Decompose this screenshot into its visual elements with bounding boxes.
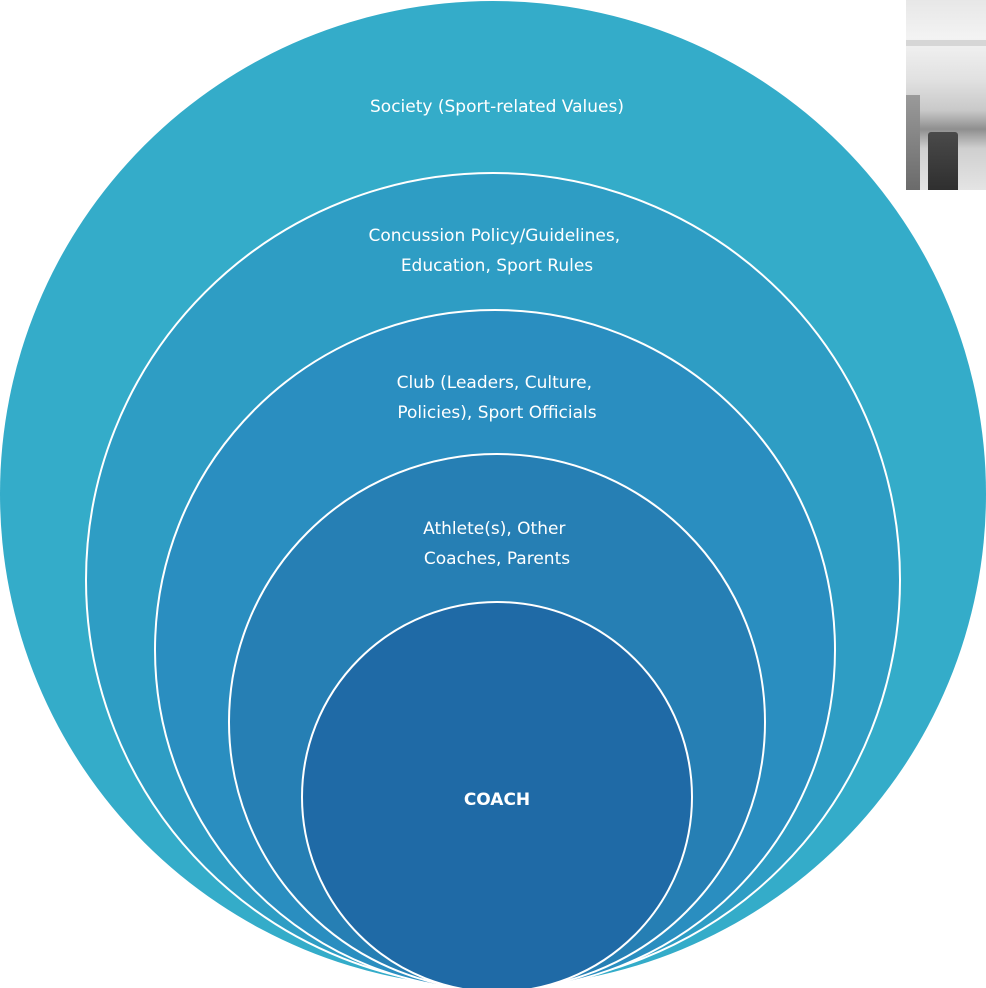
level-athletes-label: Athlete(s), Other Coaches, Parents: [423, 519, 571, 569]
circle-coach: [301, 601, 693, 988]
circle-labels: Society (Sport-related Values) Concussio…: [368, 97, 625, 810]
level-coach-label: COACH: [464, 790, 530, 810]
level-policy-label: Concussion Policy/Guidelines, Education,…: [368, 226, 625, 276]
photo-thumbnail: [906, 0, 986, 190]
level-club-label: Club (Leaders, Culture, Policies), Sport…: [397, 373, 598, 423]
level-society-label: Society (Sport-related Values): [370, 97, 624, 117]
